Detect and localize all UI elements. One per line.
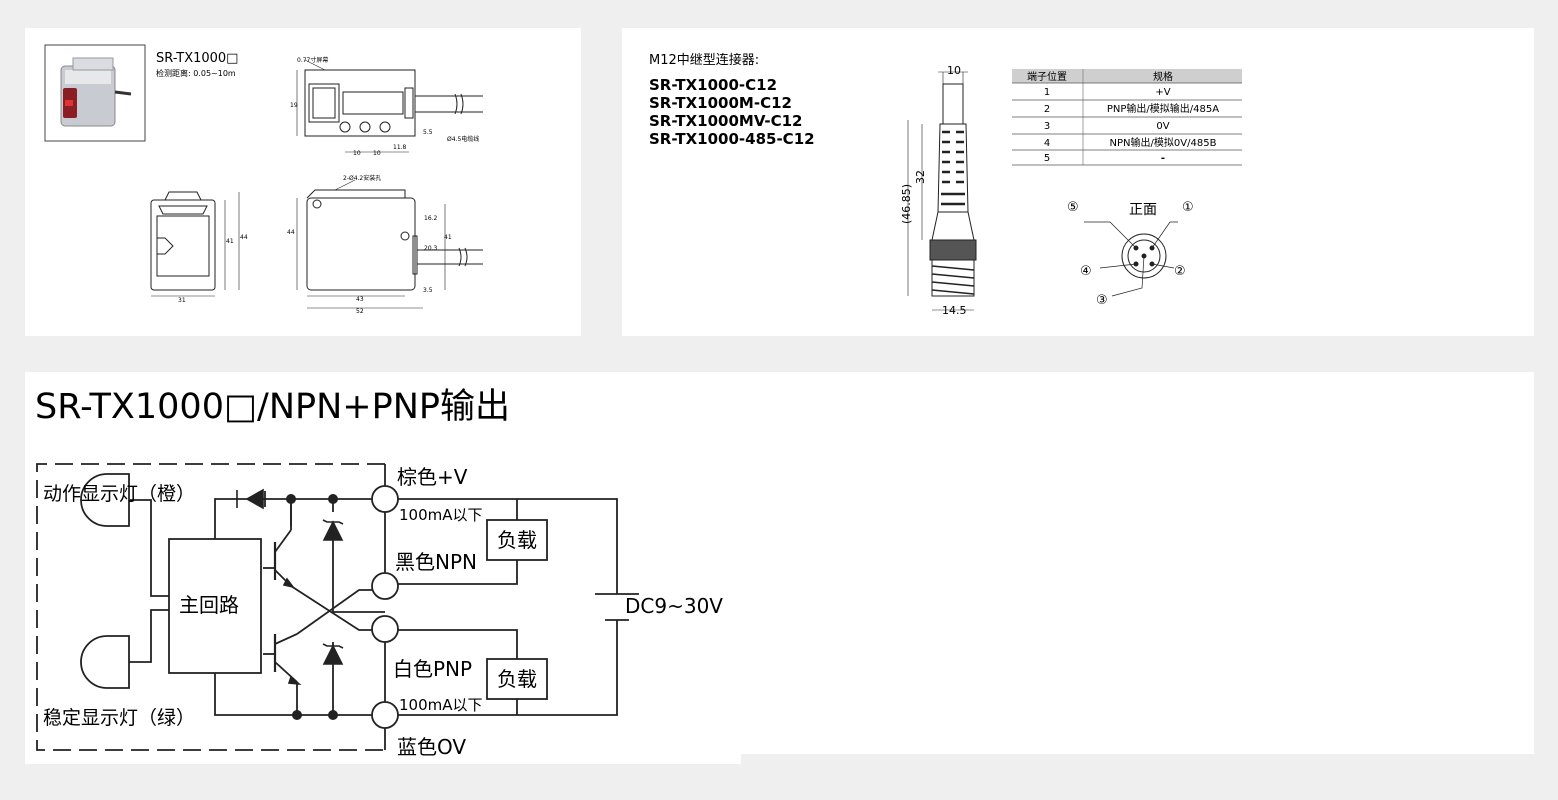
product-name: SR-TX1000□: [156, 51, 238, 66]
current-top-label: 100mA以下: [399, 506, 483, 524]
pin-3: ③: [1096, 293, 1108, 308]
table-cell: NPN输出/模拟0V/485B: [1110, 136, 1217, 149]
pin-1: ①: [1182, 200, 1194, 215]
blank-panel: [741, 372, 1534, 754]
dim-w10: 10: [947, 64, 961, 77]
front-dim-3-5: 3.5: [423, 287, 433, 294]
pin-2: ②: [1174, 264, 1186, 279]
circuit-title: SR-TX1000□/NPN+PNP输出: [35, 387, 510, 427]
sensor-dimension-drawing: SR-TX1000□ 检测距离: 0.05~10m 0.77寸屏幕 19 10 …: [44, 44, 483, 315]
dim-w14: 14.5: [942, 304, 967, 317]
terminals: [371, 485, 399, 729]
model-2: SR-TX1000M-C12: [649, 94, 792, 112]
dim-h19: 19: [290, 102, 298, 109]
black-wire-label: 黑色NPN: [395, 550, 477, 574]
front-dim-41: 41: [444, 234, 452, 241]
pin-front-label: 正面: [1129, 202, 1157, 218]
table-cell: 3: [1044, 121, 1050, 132]
junction-dots: [286, 494, 338, 720]
front-dim-52: 52: [356, 308, 364, 315]
connector-drawing: M12中继型连接器: SR-TX1000-C12 SR-TX1000M-C12 …: [649, 52, 1242, 317]
dim-10b: 10: [373, 150, 381, 157]
table-cell: 1: [1044, 87, 1050, 98]
top-view: [296, 59, 483, 153]
connector-panel: M12中继型连接器: SR-TX1000-C12 SR-TX1000M-C12 …: [622, 28, 1534, 336]
front-dim-16-2: 16.2: [424, 215, 438, 222]
side-dim-41: 41: [226, 238, 234, 245]
stable-led-label: 稳定显示灯（绿）: [43, 707, 195, 729]
product-photo: [44, 44, 146, 142]
side-dim-31: 31: [178, 297, 186, 304]
front-dim-43: 43: [356, 296, 364, 303]
pin-face-view: [1084, 221, 1178, 297]
white-wire-label: 白色PNP: [393, 657, 472, 681]
blue-wire-label: 蓝色OV: [397, 735, 466, 759]
m12-connector: [907, 71, 977, 311]
dim-h32: 32: [914, 170, 927, 184]
front-dim-44: 44: [287, 229, 295, 236]
dim-11-8: 11.8: [393, 144, 407, 151]
table-cell: 4: [1044, 138, 1050, 149]
terminal-brown: [371, 485, 399, 513]
front-view: [296, 179, 483, 309]
dim-cable: Ø4.5电缆线: [447, 135, 479, 143]
connector-title: M12中继型连接器:: [649, 52, 759, 68]
table-cell: PNP输出/模拟输出/485A: [1107, 102, 1219, 115]
table-cell: 2: [1044, 104, 1050, 115]
action-led-label: 动作显示灯（橙）: [43, 483, 195, 505]
dim-screen: 0.77寸屏幕: [297, 56, 328, 64]
side-view: [150, 191, 240, 297]
dim-10a: 10: [353, 150, 361, 157]
side-dim-44: 44: [240, 234, 248, 241]
table-cell: +V: [1155, 87, 1170, 98]
dimension-drawing-panel: SR-TX1000□ 检测距离: 0.05~10m 0.77寸屏幕 19 10 …: [25, 28, 581, 336]
table-row: 4 NPN输出/模拟0V/485B: [1044, 136, 1217, 149]
load-top-label: 负载: [497, 528, 537, 552]
model-3: SR-TX1000MV-C12: [649, 112, 802, 130]
circuit-panel: SR-TX1000□/NPN+PNP输出: [25, 372, 741, 764]
load-bottom-label: 负载: [497, 667, 537, 691]
output-circuit-diagram: SR-TX1000□/NPN+PNP输出: [35, 387, 723, 759]
table-row: 1 +V: [1044, 87, 1171, 98]
pin-table: 端子位置 规格 1 +V 2 PNP输出/模拟输出/485A 3 0V 4 NP…: [1012, 69, 1242, 166]
detect-range: 检测距离: 0.05~10m: [156, 68, 236, 78]
load-boxes: [486, 519, 548, 700]
table-header-spec: 规格: [1153, 70, 1173, 83]
table-cell: -: [1161, 153, 1165, 164]
diode-symbols: [236, 488, 344, 686]
terminal-blue: [371, 701, 399, 729]
front-dim-20-3: 20.3: [424, 245, 438, 252]
load-top-box: [486, 519, 548, 561]
pin-5: ⑤: [1067, 200, 1079, 215]
table-row: 5 -: [1044, 153, 1165, 164]
table-header-pin: 端子位置: [1027, 70, 1067, 83]
model-4: SR-TX1000-485-C12: [649, 130, 815, 148]
brown-wire-label: 棕色+V: [397, 465, 468, 489]
terminal-black: [371, 572, 399, 600]
front-holes: 2-Ø4.2安装孔: [343, 174, 381, 182]
dim-5-5: 5.5: [423, 129, 433, 136]
dim-h46: (46.85): [900, 184, 913, 224]
terminal-white: [371, 615, 399, 643]
pin-4: ④: [1080, 264, 1092, 279]
table-cell: 5: [1044, 153, 1050, 164]
current-bottom-label: 100mA以下: [399, 696, 483, 714]
supply-voltage-label: DC9~30V: [625, 594, 723, 618]
model-1: SR-TX1000-C12: [649, 76, 777, 94]
main-circuit-label: 主回路: [179, 593, 239, 617]
load-bottom-box: [486, 658, 548, 700]
table-row: 3 0V: [1044, 121, 1170, 132]
table-row: 2 PNP输出/模拟输出/485A: [1044, 102, 1219, 115]
table-cell: 0V: [1156, 121, 1169, 132]
